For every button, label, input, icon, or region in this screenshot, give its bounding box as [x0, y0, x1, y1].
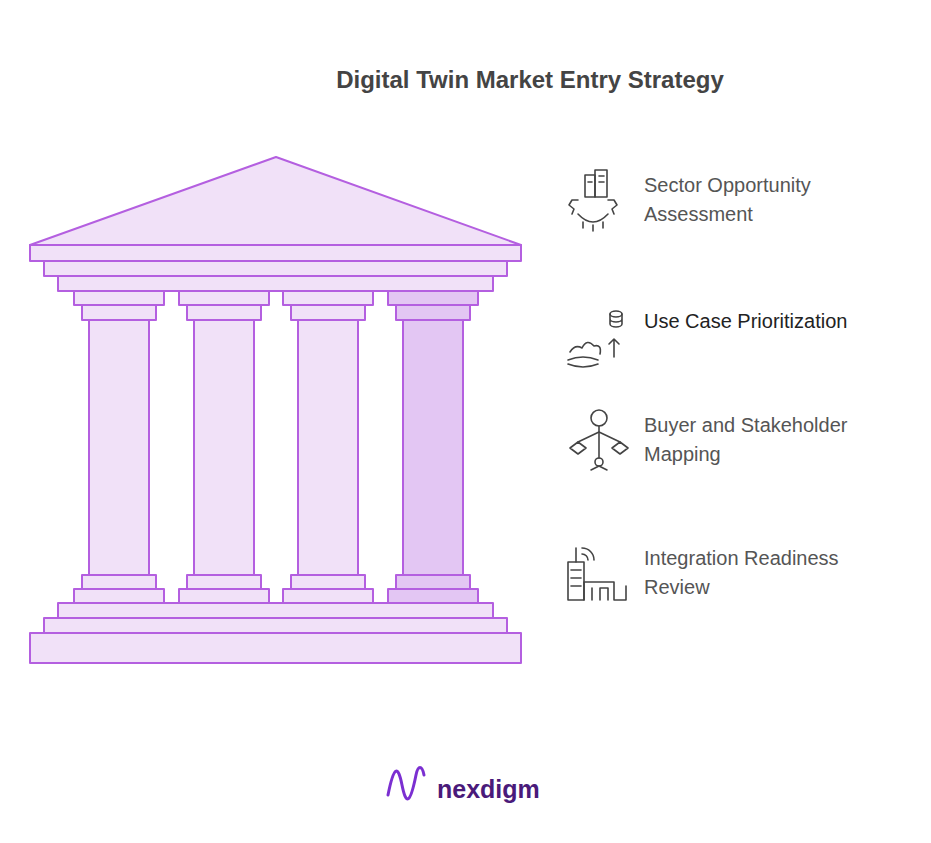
brand-logo: nexdigm — [437, 775, 540, 804]
pillar-label: Use Case Prioritization — [644, 307, 902, 336]
logo-mark — [388, 768, 424, 799]
pillar-label: Buyer and Stakeholder Mapping — [644, 411, 902, 469]
base-step — [44, 618, 507, 633]
factory-gear-icon — [569, 170, 617, 231]
base-step — [30, 633, 521, 663]
entablature — [30, 245, 521, 261]
diagram-title: Digital Twin Market Entry Strategy — [336, 66, 724, 94]
column — [283, 291, 373, 603]
org-chart-icon — [570, 410, 628, 470]
column-highlighted — [388, 291, 478, 603]
column — [74, 291, 164, 603]
pillar-label: Sector Opportunity Assessment — [644, 171, 902, 229]
pillar-label: Integration Readiness Review — [644, 544, 902, 602]
data-flow-icon — [568, 311, 622, 367]
base-step — [58, 603, 493, 618]
column — [179, 291, 269, 603]
entablature — [58, 276, 493, 291]
pediment — [30, 157, 521, 245]
building-signal-icon — [568, 548, 626, 600]
entablature — [44, 261, 507, 276]
